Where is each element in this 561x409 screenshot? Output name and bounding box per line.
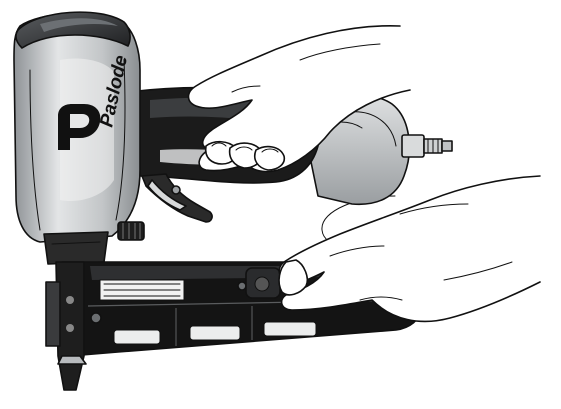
magazine-slot	[189, 325, 241, 341]
magazine-slot	[263, 321, 317, 337]
nose-piece	[45, 261, 87, 391]
magazine-latch-icon	[245, 267, 281, 299]
magazine-slot	[113, 329, 161, 345]
nailer-body	[13, 11, 141, 265]
lower-hand	[278, 175, 541, 323]
trigger-icon	[141, 173, 213, 223]
depth-adjust-knob-icon	[117, 221, 145, 241]
top-hand	[187, 25, 411, 173]
air-fitting-icon	[401, 134, 453, 158]
